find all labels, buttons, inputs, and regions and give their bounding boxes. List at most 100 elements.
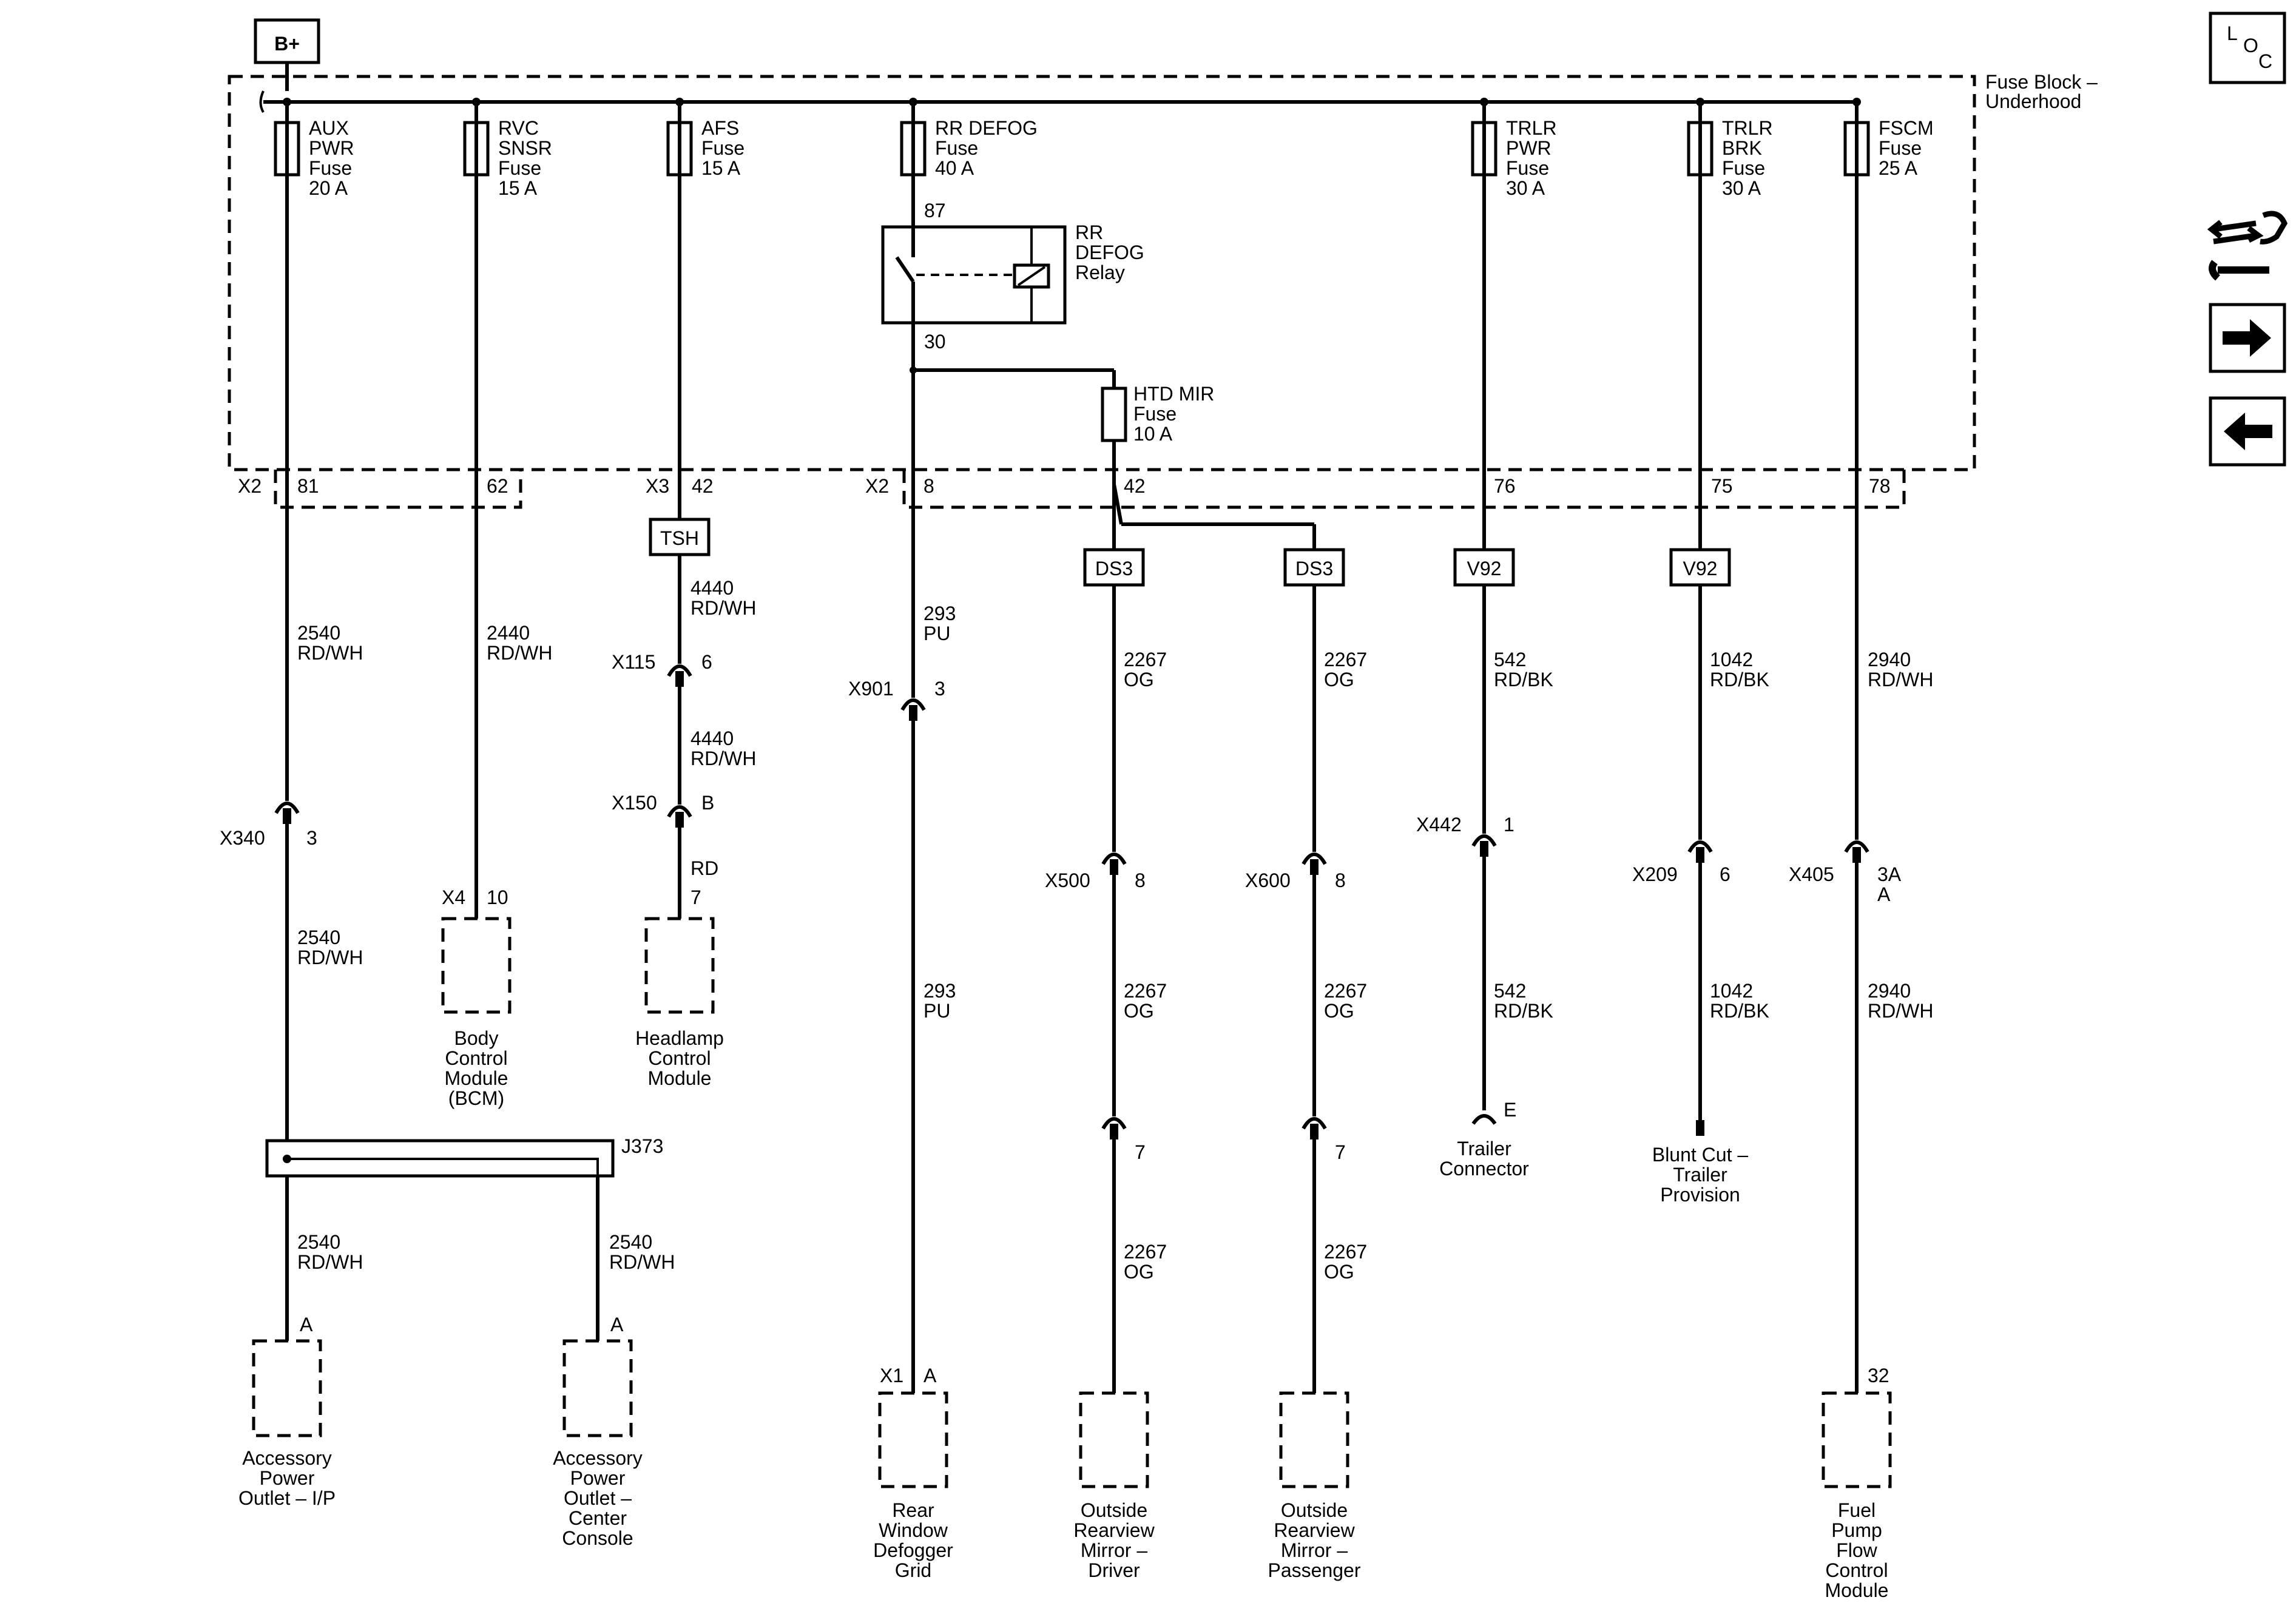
svg-text:87: 87 [924, 200, 946, 221]
svg-text:OG: OG [1124, 1261, 1154, 1283]
inline-connector-symbol [1302, 852, 1327, 875]
svg-text:2540: 2540 [297, 1231, 340, 1253]
circuit-afs: TSH 4440 RD/WH X115 6 4440 RD/WH X150 B … [612, 102, 756, 919]
svg-text:OG: OG [1124, 669, 1154, 690]
svg-text:L: L [2227, 22, 2238, 44]
svg-text:X115: X115 [612, 651, 655, 673]
svg-text:2267: 2267 [1124, 1241, 1167, 1263]
component-label: Control [1825, 1559, 1888, 1581]
inline-connector-symbol [1101, 1117, 1127, 1139]
fuse-label: Fuse [701, 137, 745, 159]
component-label: Rearview [1073, 1519, 1155, 1541]
component-label: Grid [895, 1559, 931, 1581]
fuse-label: RR DEFOG [935, 117, 1038, 139]
circuit-trlr-pwr: V92 542 RD/BK X442 1 542 RD/BK E [1416, 102, 1553, 1121]
component-label: Accessory [242, 1447, 332, 1469]
component-label: Rear [892, 1499, 934, 1521]
fuse-label: Fuse [1722, 157, 1765, 179]
svg-text:PU: PU [923, 623, 950, 644]
inline-connector-symbol [1471, 834, 1497, 857]
fuse-label: 30 A [1722, 177, 1761, 199]
inline-connector-symbol [1844, 840, 1869, 863]
svg-text:7: 7 [1335, 1141, 1346, 1163]
component-label: Flow [1836, 1539, 1877, 1561]
svg-text:10 A: 10 A [1133, 423, 1173, 445]
inline-connector-symbol [900, 698, 926, 721]
svg-text:2267: 2267 [1124, 649, 1167, 670]
svg-text:2940: 2940 [1868, 980, 1911, 1002]
circuit-rr-defog: 293 PU X901 3 293 PU X1 A [848, 102, 956, 1393]
svg-text:B: B [701, 792, 714, 814]
svg-text:2540: 2540 [297, 622, 340, 644]
htd-mir-fuse: HTD MIR Fuse 10 A [1101, 383, 1214, 484]
fuse-label: Fuse [1506, 157, 1549, 179]
component-label: Accessory [553, 1447, 643, 1469]
arrow-left-button[interactable] [2209, 396, 2286, 467]
svg-text:DS3: DS3 [1295, 558, 1333, 579]
svg-text:RD/WH: RD/WH [1868, 1000, 1933, 1022]
svg-text:81: 81 [297, 475, 319, 497]
component-label: Connector [1439, 1158, 1529, 1180]
inline-connector-symbol [667, 664, 692, 687]
svg-text:2440: 2440 [487, 622, 530, 644]
component-label: Fuel [1838, 1499, 1876, 1521]
inline-connector-symbol [274, 802, 300, 824]
location-button[interactable]: L O C [2209, 12, 2286, 84]
fuse-label: Fuse [1879, 137, 1922, 159]
component-label: Rearview [1274, 1519, 1355, 1541]
svg-text:A: A [923, 1365, 937, 1386]
arrow-right-button[interactable] [2209, 303, 2286, 373]
svg-text:RD/BK: RD/BK [1710, 669, 1769, 690]
svg-text:2267: 2267 [1124, 980, 1167, 1002]
svg-text:RD/WH: RD/WH [487, 642, 552, 664]
inline-connector-symbol [1101, 852, 1127, 875]
fuse-label: 20 A [309, 177, 348, 199]
svg-text:76: 76 [1494, 475, 1516, 497]
svg-text:Underhood: Underhood [1985, 90, 2081, 112]
svg-text:RD/WH: RD/WH [609, 1251, 675, 1273]
component-label: Driver [1088, 1559, 1140, 1581]
component-label: Console [562, 1527, 633, 1549]
svg-text:X901: X901 [848, 678, 894, 700]
svg-text:30: 30 [924, 331, 946, 353]
fuse-label: 15 A [701, 157, 741, 179]
circuit-rvc-snsr: 2440 RD/WH X4 10 [442, 102, 552, 919]
component-label: Mirror – [1281, 1539, 1348, 1561]
svg-text:E: E [1504, 1099, 1516, 1121]
svg-text:293: 293 [923, 980, 956, 1002]
svg-text:A: A [1877, 883, 1891, 905]
svg-text:2267: 2267 [1324, 980, 1367, 1002]
svg-text:X150: X150 [612, 792, 657, 814]
svg-text:6: 6 [701, 651, 712, 673]
fuse-block-connector-outlines [274, 470, 1906, 509]
svg-text:Fuse: Fuse [1133, 403, 1177, 425]
svg-text:RD/WH: RD/WH [690, 748, 756, 769]
fuse-label: 30 A [1506, 177, 1545, 199]
svg-text:RD/BK: RD/BK [1710, 1000, 1769, 1022]
svg-text:4440: 4440 [690, 727, 734, 749]
svg-text:PU: PU [923, 1000, 950, 1022]
svg-text:1042: 1042 [1710, 980, 1753, 1002]
svg-text:X1: X1 [880, 1365, 903, 1386]
fuse-label: 15 A [498, 177, 538, 199]
component-label: Trailer [1457, 1138, 1511, 1160]
svg-text:RD/WH: RD/WH [297, 1251, 363, 1273]
svg-text:RD/BK: RD/BK [1494, 669, 1553, 690]
circuit-fscm: 2940 RD/WH X405 3A A 2940 RD/WH 32 [1789, 102, 1933, 1393]
svg-text:X4: X4 [442, 886, 465, 908]
tools-icon[interactable] [2207, 211, 2288, 281]
fuse-label: Fuse [309, 157, 352, 179]
component-label: Mirror – [1081, 1539, 1147, 1561]
svg-text:Relay: Relay [1075, 262, 1125, 283]
component-label: Window [879, 1519, 948, 1541]
component-label: Power [260, 1467, 315, 1489]
svg-text:3: 3 [306, 827, 317, 849]
svg-text:4440: 4440 [690, 577, 734, 599]
component-label: Outlet – I/P [238, 1487, 336, 1509]
